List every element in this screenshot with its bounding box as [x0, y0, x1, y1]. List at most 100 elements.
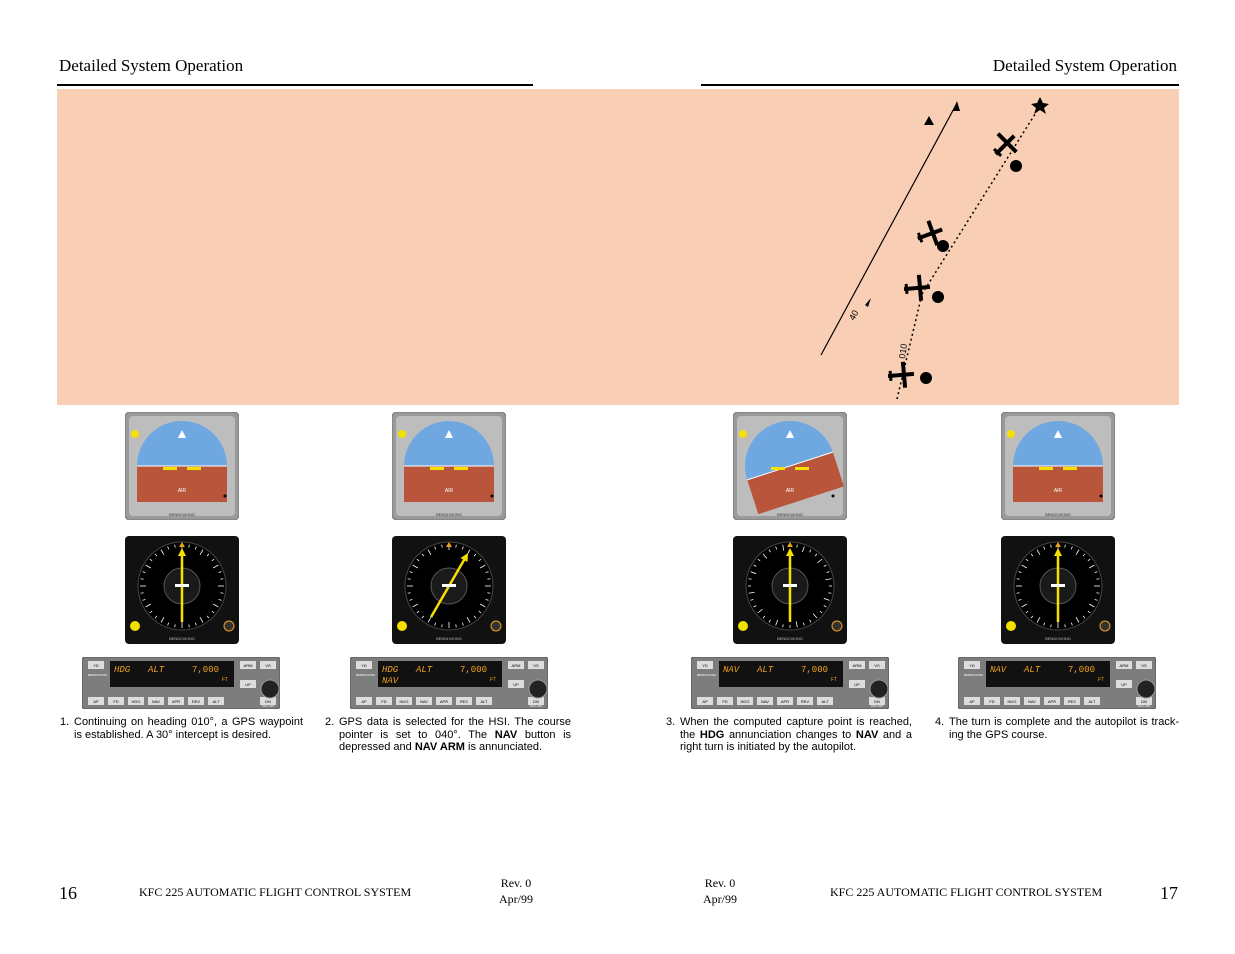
svg-text:KFC 225: KFC 225 [530, 704, 542, 708]
svg-text:ALT: ALT [1023, 665, 1041, 675]
svg-text:BENDIX/KING: BENDIX/KING [436, 636, 462, 641]
svg-text:HDG: HDG [114, 665, 131, 675]
svg-text:ALT: ALT [415, 665, 433, 675]
svg-text:VS: VS [533, 663, 539, 668]
svg-text:7,000: 7,000 [801, 665, 828, 675]
svg-text:VS: VS [1141, 663, 1147, 668]
caption-number: 4. [935, 716, 945, 728]
svg-text:ARM: ARM [244, 663, 253, 668]
svg-text:ARM: ARM [1120, 663, 1129, 668]
svg-text:REV: REV [1068, 699, 1077, 704]
caption-2: 2. GPS data is selected for the HSI. The… [325, 716, 571, 754]
svg-text:NAV: NAV [420, 699, 428, 704]
intercept-diagram-svg: 40 010 [820, 97, 1049, 400]
svg-text:ALT: ALT [821, 699, 829, 704]
svg-text:UP: UP [854, 682, 860, 687]
svg-text:AIR: AIR [1054, 488, 1063, 494]
hsi-indicator: BENDIX/KING [125, 536, 239, 644]
svg-text:AIR: AIR [178, 488, 187, 494]
svg-text:FT: FT [222, 677, 228, 683]
svg-text:NAV: NAV [723, 665, 741, 675]
airplane-4 [992, 132, 1018, 158]
caption-3: 3. When the computed capture point is re… [666, 716, 912, 754]
svg-text:BENDIX/KING: BENDIX/KING [697, 673, 717, 677]
svg-text:KFC 225: KFC 225 [1138, 704, 1150, 708]
svg-text:BENDIX/KING: BENDIX/KING [964, 673, 984, 677]
svg-text:BENDIX/KING: BENDIX/KING [1045, 512, 1071, 517]
svg-text:YD: YD [702, 663, 708, 668]
revision-number: Rev. 0 [500, 876, 532, 890]
svg-text:AIR: AIR [445, 488, 454, 494]
attitude-indicator: AIR BENDIX/KING [391, 411, 507, 521]
course-label: 40 [847, 308, 861, 322]
attitude-indicator: AIR BENDIX/KING [124, 411, 240, 521]
svg-text:BENDIX/KING: BENDIX/KING [436, 512, 462, 517]
svg-text:APR: APR [440, 699, 448, 704]
svg-text:BENDIX/KING: BENDIX/KING [777, 636, 803, 641]
svg-text:NAV: NAV [382, 676, 400, 686]
caption-text: GPS data is selected for the HSI. The co… [339, 716, 572, 753]
caption-text: When the computed capture point is reach… [680, 716, 912, 753]
svg-text:DN: DN [874, 699, 880, 704]
caption-text: Continuing on heading 010°, a GPS waypoi… [74, 716, 303, 741]
svg-text:BENDIX/KING: BENDIX/KING [169, 512, 195, 517]
svg-text:BENDIX/KING: BENDIX/KING [169, 636, 195, 641]
revision-right: Rev. 0 Apr/99 [694, 875, 746, 907]
svg-text:BENDIX/KING: BENDIX/KING [356, 673, 376, 677]
airplane-3 [917, 220, 943, 246]
svg-text:NAV: NAV [990, 665, 1008, 675]
svg-text:FD: FD [113, 699, 118, 704]
sequence-dot-2 [932, 291, 944, 303]
svg-text:FT: FT [490, 677, 496, 683]
waypoint-triangle [924, 116, 934, 125]
svg-text:APR: APR [1048, 699, 1056, 704]
svg-text:UP: UP [513, 682, 519, 687]
svg-text:ARM: ARM [512, 663, 521, 668]
svg-text:7,000: 7,000 [460, 665, 487, 675]
revision-date: Apr/99 [499, 892, 533, 906]
svg-text:FD: FD [989, 699, 994, 704]
svg-text:UP: UP [1121, 682, 1127, 687]
svg-text:APR: APR [172, 699, 180, 704]
svg-text:REV: REV [192, 699, 201, 704]
svg-text:UP: UP [245, 682, 251, 687]
svg-text:KFC 225: KFC 225 [871, 704, 883, 708]
sequence-dot-4 [1010, 160, 1022, 172]
course-arrowhead [953, 101, 960, 111]
svg-text:AP: AP [361, 699, 367, 704]
footer-title-right: KFC 225 AUTOMATIC FLIGHT CONTROL SYSTEM [830, 885, 1103, 899]
airplane-1 [887, 361, 915, 388]
svg-text:NAV: NAV [1028, 699, 1036, 704]
svg-text:7,000: 7,000 [192, 665, 219, 675]
heading-label: 010 [897, 343, 909, 359]
hsi-indicator: BENDIX/KING [1001, 536, 1115, 644]
svg-text:HDG: HDG [132, 699, 141, 704]
svg-text:HDG: HDG [741, 699, 750, 704]
caption-number: 1. [60, 716, 70, 728]
sequence-dot-3 [937, 240, 949, 252]
sequence-dot-1 [920, 372, 932, 384]
revision-date: Apr/99 [703, 892, 737, 906]
svg-text:ALT: ALT [1088, 699, 1096, 704]
svg-text:APR: APR [781, 699, 789, 704]
svg-text:AP: AP [93, 699, 99, 704]
svg-text:AIR: AIR [786, 488, 795, 494]
page-header-left: Detailed System Operation [59, 56, 244, 75]
svg-text:YD: YD [969, 663, 975, 668]
svg-text:KFC 225: KFC 225 [262, 704, 274, 708]
airplane-2 [903, 274, 931, 301]
caption-text: The turn is complete and the autopilot i… [949, 716, 1179, 741]
page-number-left: 16 [59, 883, 77, 903]
footer-title-left: KFC 225 AUTOMATIC FLIGHT CONTROL SYSTEM [139, 885, 412, 899]
svg-text:7,000: 7,000 [1068, 665, 1095, 675]
svg-text:YD: YD [93, 663, 99, 668]
svg-text:AP: AP [969, 699, 975, 704]
svg-text:BENDIX/KING: BENDIX/KING [1045, 636, 1071, 641]
header-rule-left [57, 84, 533, 86]
svg-text:REV: REV [801, 699, 810, 704]
svg-text:ARM: ARM [853, 663, 862, 668]
